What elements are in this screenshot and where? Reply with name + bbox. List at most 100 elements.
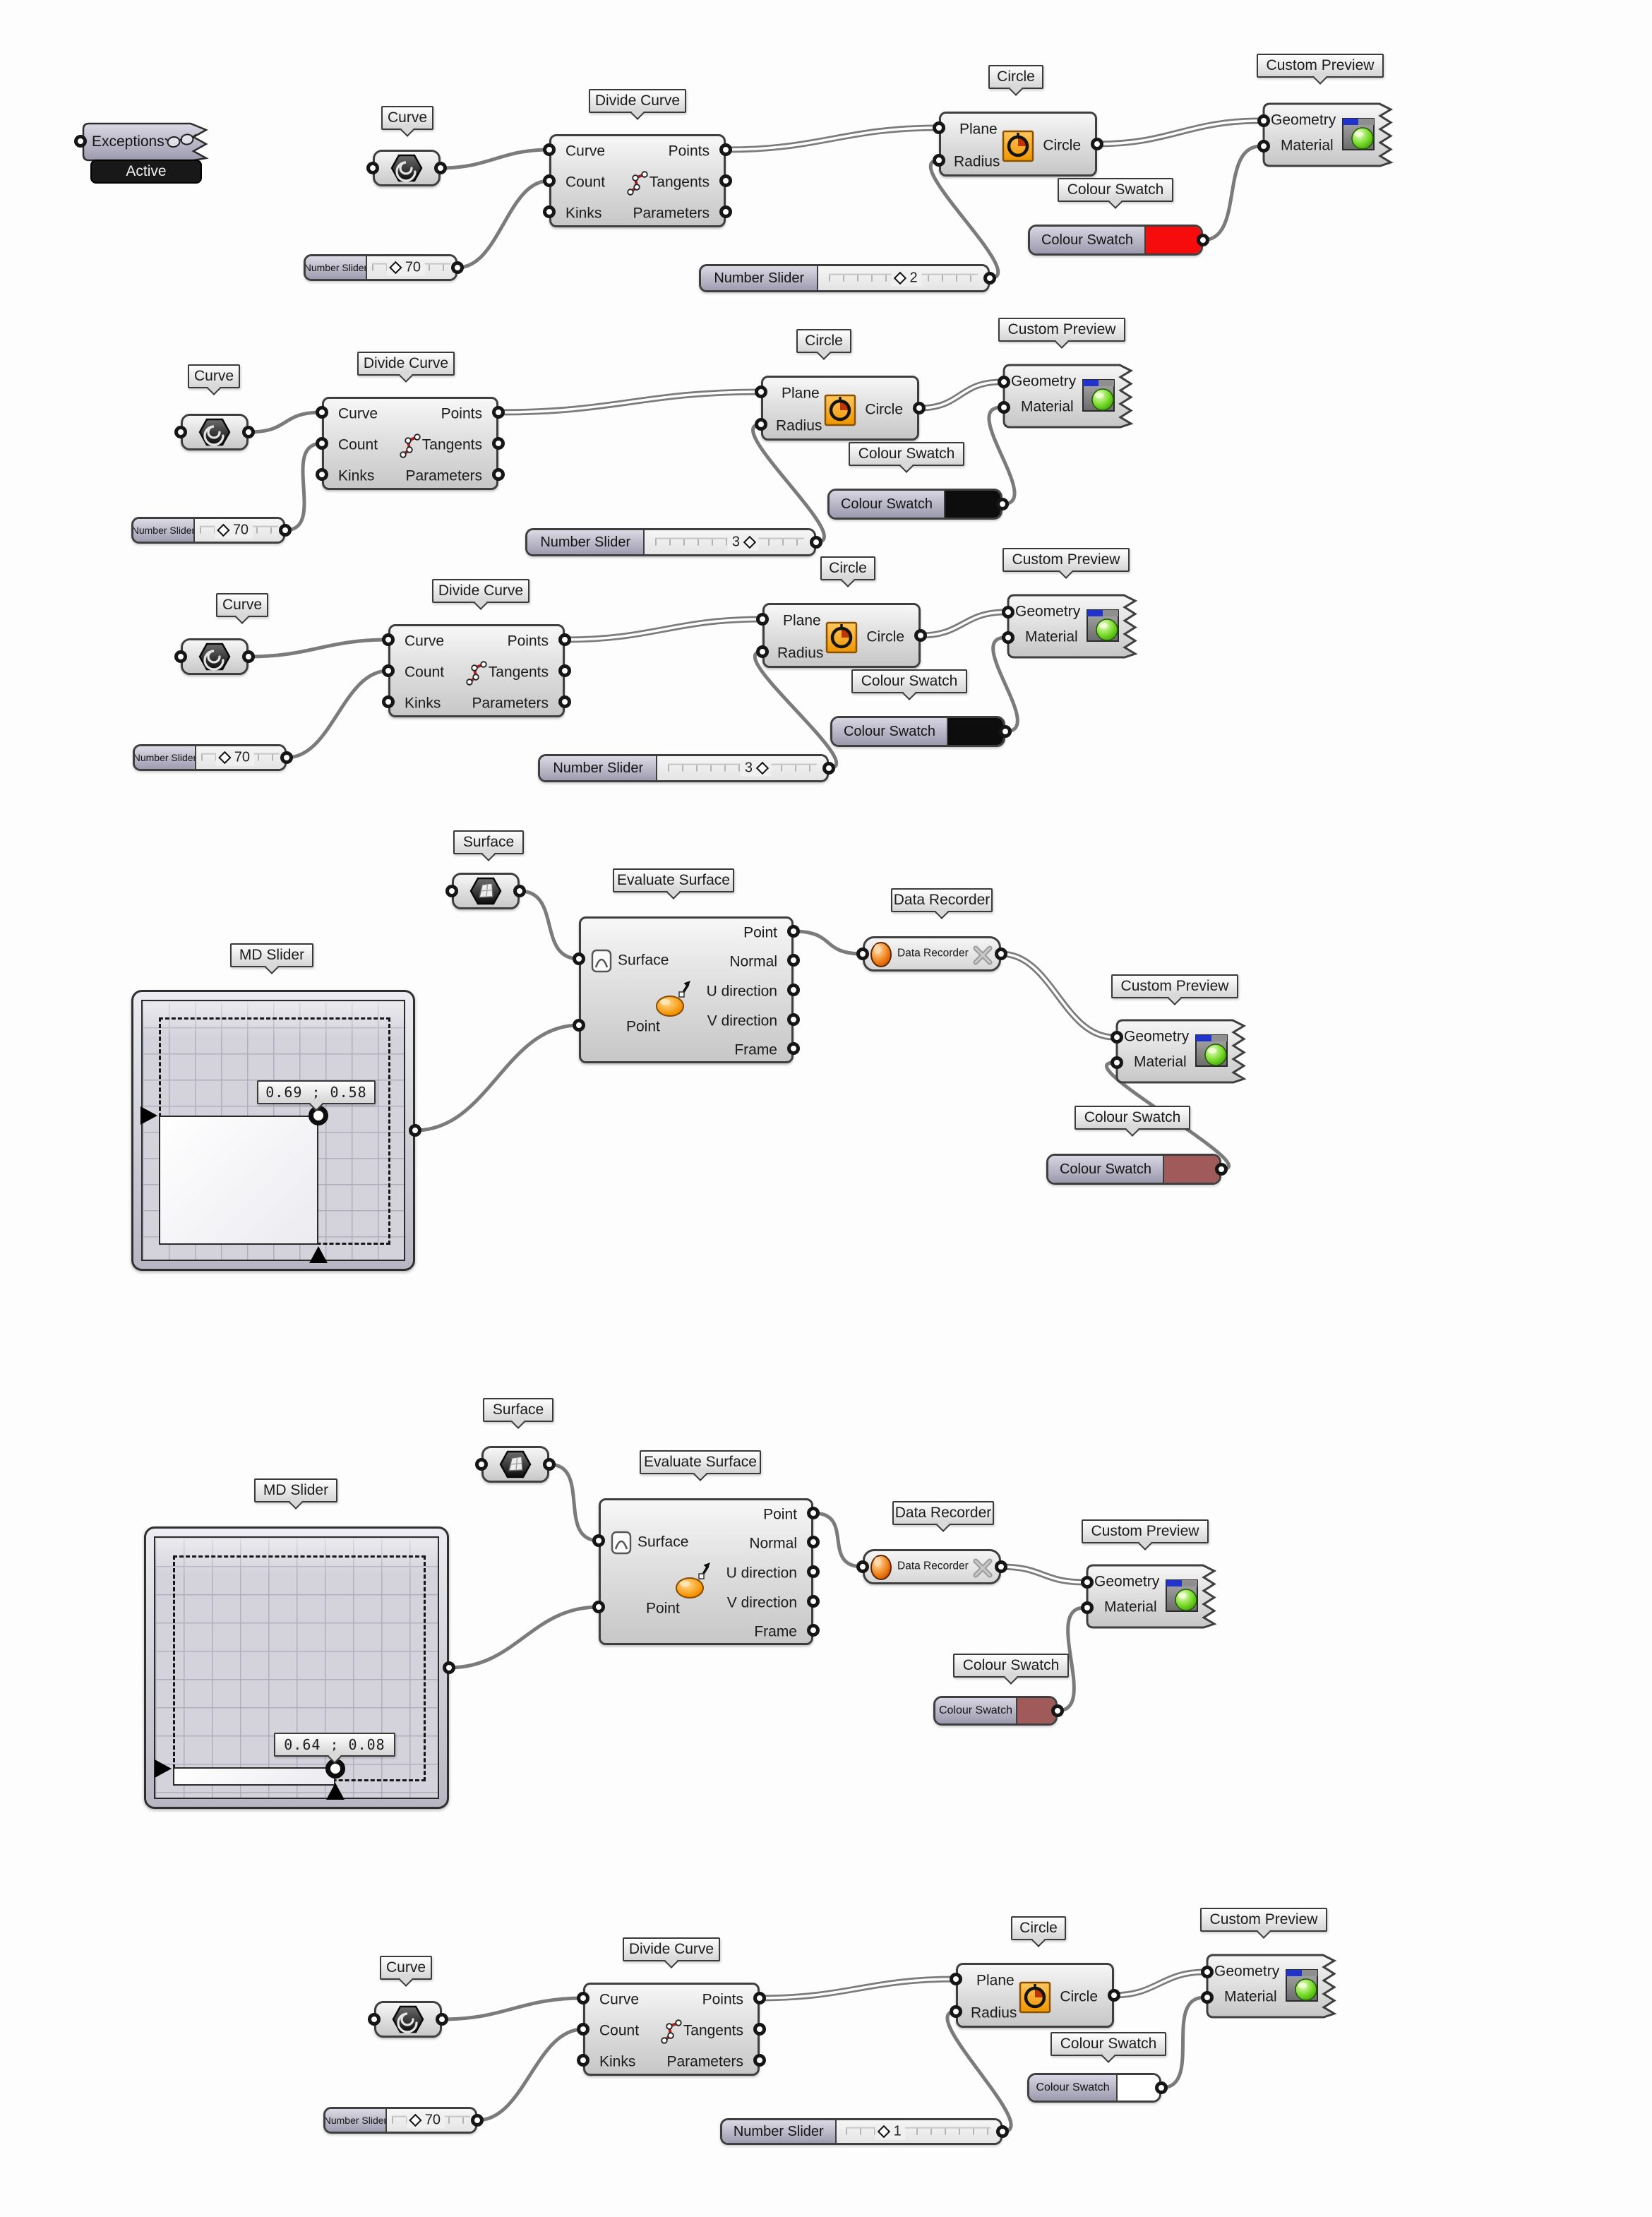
output-port[interactable] (543, 1458, 556, 1471)
output-port[interactable] (999, 725, 1012, 738)
slider-track[interactable]: 70 (386, 2109, 475, 2132)
output-port[interactable] (787, 954, 800, 967)
wire[interactable] (1057, 1606, 1085, 1713)
input-port[interactable] (382, 633, 395, 646)
wire[interactable] (414, 1023, 580, 1133)
slider-handle[interactable] (217, 523, 230, 537)
input-port[interactable] (382, 664, 395, 677)
output-port[interactable] (492, 437, 505, 450)
input-port[interactable] (998, 376, 1010, 388)
output-port[interactable] (1091, 138, 1103, 150)
slider-handle[interactable] (877, 2125, 891, 2139)
output-port[interactable] (753, 2023, 766, 2036)
output-port[interactable] (558, 664, 571, 677)
input-port[interactable] (382, 695, 395, 708)
wire[interactable] (549, 1462, 599, 1543)
wire[interactable] (1202, 144, 1262, 242)
input-port[interactable] (174, 426, 187, 438)
input-port[interactable] (856, 948, 869, 960)
surface-param[interactable] (481, 1446, 549, 1483)
output-port[interactable] (1155, 2081, 1168, 2094)
input-port[interactable] (1081, 1576, 1094, 1589)
wire[interactable] (441, 1996, 584, 2021)
output-port[interactable] (719, 174, 732, 187)
output-port[interactable] (558, 633, 571, 646)
input-port[interactable] (1201, 1991, 1214, 2004)
record-ball-icon[interactable] (868, 1553, 894, 1582)
input-port[interactable] (1257, 114, 1270, 127)
output-port[interactable] (787, 925, 800, 938)
input-port[interactable] (933, 121, 945, 134)
input-port[interactable] (755, 386, 767, 398)
slider-track[interactable]: 2 (818, 266, 988, 290)
input-port[interactable] (950, 2005, 962, 2018)
output-port[interactable] (996, 2125, 1009, 2138)
input-port[interactable] (316, 406, 328, 419)
output-port[interactable] (913, 402, 926, 414)
wire[interactable] (751, 422, 826, 544)
output-port[interactable] (558, 695, 571, 708)
output-port[interactable] (279, 524, 292, 537)
output-port[interactable] (513, 885, 526, 897)
wire[interactable] (519, 889, 580, 961)
curve-param[interactable] (181, 414, 249, 450)
output-port[interactable] (983, 272, 996, 285)
wire[interactable] (477, 2027, 584, 2122)
output-port[interactable] (1197, 234, 1209, 246)
wire[interactable] (440, 148, 550, 170)
slider-handle[interactable] (755, 761, 769, 775)
output-port[interactable] (822, 762, 835, 775)
input-port[interactable] (998, 401, 1010, 414)
slider-handle[interactable] (743, 535, 756, 549)
output-port[interactable] (810, 536, 822, 549)
swatch-color-well[interactable] (1164, 1156, 1219, 1183)
delete-cross-icon[interactable] (971, 1556, 995, 1580)
wire[interactable] (813, 1511, 863, 1569)
wire[interactable] (945, 2009, 1013, 2134)
swatch-color-well[interactable] (1118, 2075, 1159, 2101)
input-port[interactable] (543, 174, 556, 187)
input-port[interactable] (1257, 140, 1270, 153)
slider-track[interactable]: 3 (645, 530, 814, 554)
input-port[interactable] (573, 952, 585, 965)
output-port[interactable] (1051, 1704, 1064, 1717)
slider-handle[interactable] (389, 261, 402, 275)
input-port[interactable] (856, 1560, 869, 1573)
output-port[interactable] (409, 1124, 421, 1137)
output-port[interactable] (996, 498, 1009, 510)
wire[interactable] (286, 669, 389, 760)
colour-swatch[interactable]: Colour Swatch (1046, 1154, 1221, 1185)
output-port[interactable] (492, 406, 505, 419)
output-port[interactable] (807, 1536, 820, 1548)
slider-track[interactable]: 70 (194, 519, 283, 542)
input-port[interactable] (368, 2013, 381, 2026)
output-port[interactable] (719, 143, 732, 156)
output-port[interactable] (1108, 1989, 1120, 2002)
input-port[interactable] (445, 885, 458, 897)
wire[interactable] (753, 650, 838, 770)
output-port[interactable] (914, 629, 927, 642)
colour-swatch[interactable]: Colour Swatch (830, 716, 1005, 747)
input-port[interactable] (1201, 1966, 1214, 1978)
delete-cross-icon[interactable] (971, 943, 995, 967)
input-port[interactable] (577, 1992, 589, 2004)
record-ball-icon[interactable] (868, 940, 894, 969)
output-port[interactable] (280, 751, 293, 764)
curve-param[interactable] (181, 638, 249, 675)
input-port[interactable] (592, 1534, 605, 1547)
output-port[interactable] (242, 426, 255, 438)
wire[interactable] (448, 1605, 599, 1670)
wire[interactable] (285, 441, 323, 532)
input-port[interactable] (543, 205, 556, 218)
output-port[interactable] (753, 2054, 766, 2067)
